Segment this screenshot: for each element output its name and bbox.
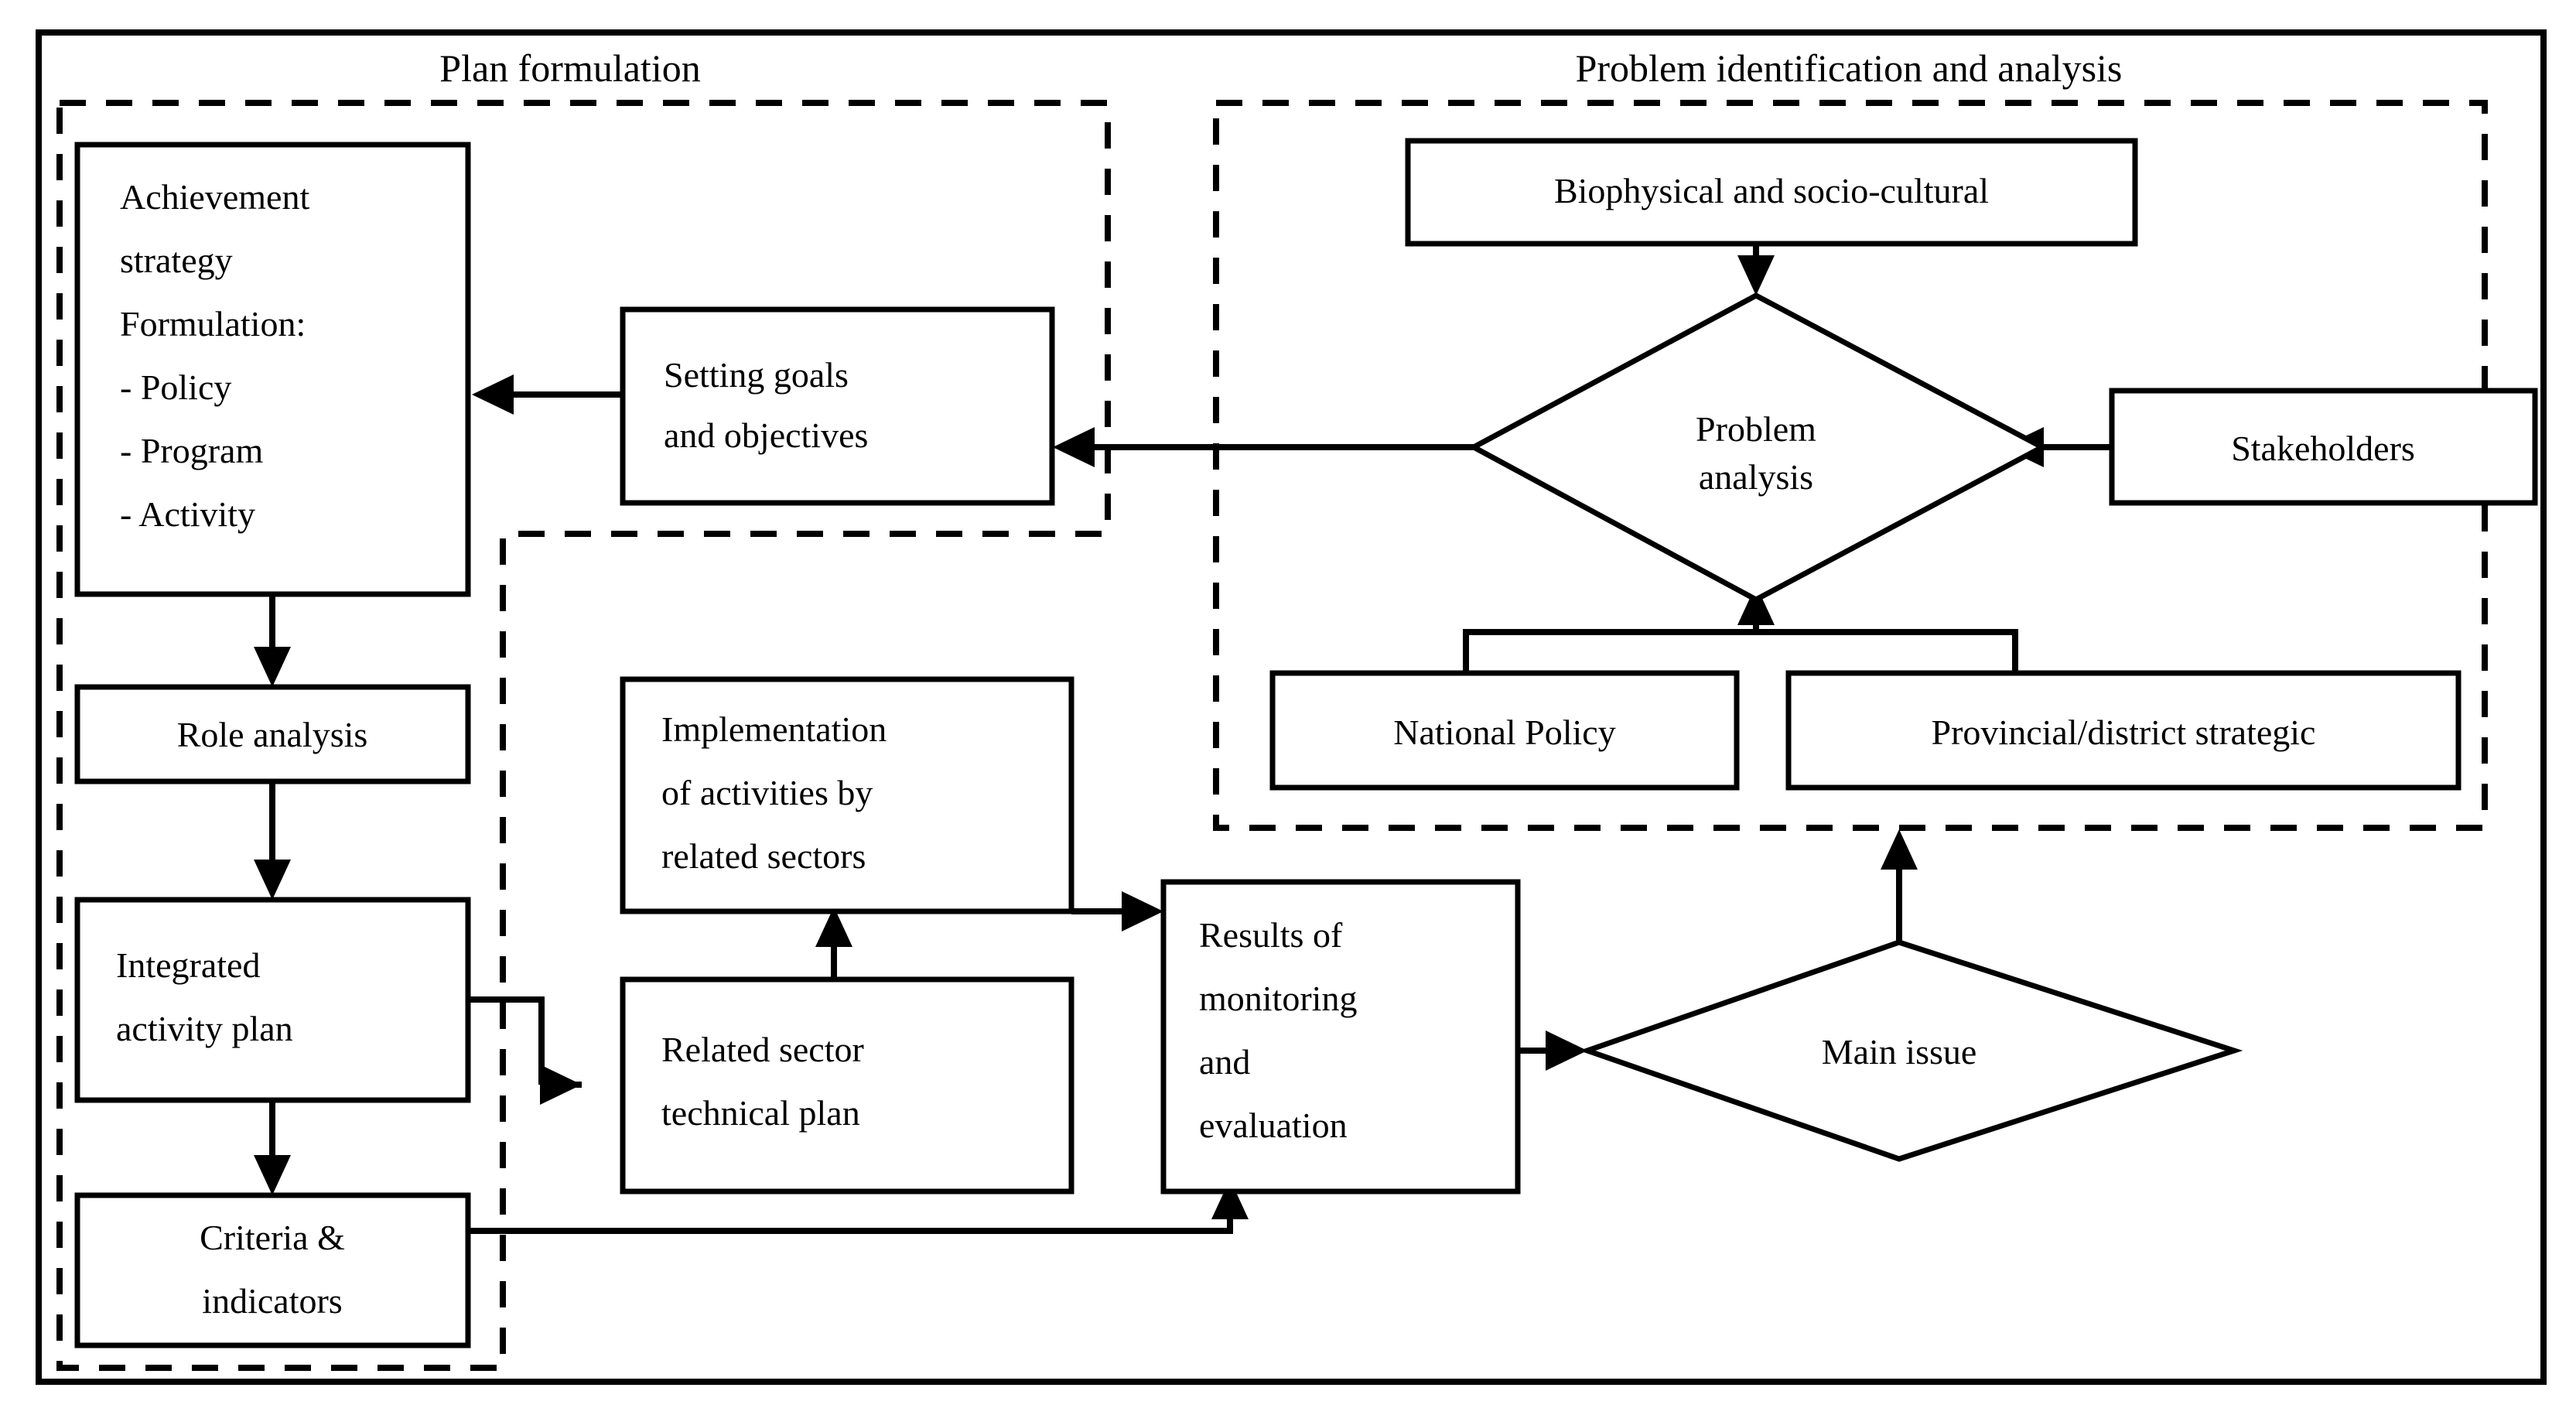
node-stakeholders[interactable]: Stakeholders <box>2109 388 2538 506</box>
criteria-line-2: indicators <box>202 1281 342 1321</box>
results-line-3: and <box>1199 1042 1250 1082</box>
integrated-plan-line-1: Integrated <box>116 945 260 985</box>
implementation-line-1: Implementation <box>661 709 887 749</box>
implementation-line-3: related sectors <box>661 836 866 876</box>
implementation-line-2: of activities by <box>661 773 873 812</box>
arrowhead-integrated-plan <box>254 860 291 900</box>
node-main-issue[interactable]: Main issue <box>1579 939 2243 1162</box>
problem-identification-title: Problem identification and analysis <box>1576 46 2123 90</box>
arrowhead-role-analysis <box>254 647 291 687</box>
problem-analysis-line-1: Problem <box>1696 409 1816 449</box>
achievement-strategy-line-2: strategy <box>120 241 233 280</box>
node-setting-goals[interactable]: Setting goals and objectives <box>620 306 1055 506</box>
arrowhead-problem-analysis-bottom <box>1737 585 1775 625</box>
biophysical-label: Biophysical and socio-cultural <box>1554 171 1989 210</box>
integrated-plan-line-2: activity plan <box>116 1009 293 1048</box>
results-line-2: monitoring <box>1199 979 1357 1018</box>
node-achievement-strategy[interactable]: Achievement strategy Formulation: - Poli… <box>74 142 471 597</box>
achievement-strategy-line-1: Achievement <box>120 177 309 217</box>
node-role-analysis[interactable]: Role analysis <box>74 684 471 784</box>
arrowhead-main-issue-up <box>1881 829 1918 870</box>
node-problem-analysis[interactable]: Problem analysis <box>1467 292 2048 603</box>
node-integrated-activity-plan[interactable]: Integrated activity plan <box>74 897 471 1103</box>
node-provincial-strategic[interactable]: Provincial/district strategic <box>1785 670 2462 791</box>
main-issue-label: Main issue <box>1822 1032 1977 1072</box>
node-implementation-activities[interactable]: Implementation of activities by related … <box>620 676 1074 914</box>
results-line-1: Results of <box>1199 915 1343 955</box>
connector-policies-bracket <box>1463 629 2018 673</box>
problem-analysis-line-2: analysis <box>1699 457 1813 497</box>
arrowhead-problem-analysis-top <box>1737 255 1775 296</box>
node-criteria-indicators[interactable]: Criteria & indicators <box>74 1192 471 1348</box>
stakeholders-label: Stakeholders <box>2231 429 2415 468</box>
provincial-strategic-label: Provincial/district strategic <box>1932 713 2316 752</box>
arrowhead-achievement-strategy <box>472 374 514 415</box>
arrowhead-results-from-criteria <box>1211 1179 1249 1219</box>
node-national-policy[interactable]: National Policy <box>1269 670 1740 791</box>
related-sector-line-2: technical plan <box>661 1093 860 1133</box>
plan-formulation-region <box>56 100 1111 1371</box>
national-policy-label: National Policy <box>1393 713 1615 752</box>
node-results-monitoring[interactable]: Results of monitoring and evaluation <box>1160 879 1521 1195</box>
node-related-sector-plan[interactable]: Related sector technical plan <box>620 976 1074 1195</box>
results-line-4: evaluation <box>1199 1106 1348 1145</box>
outer-frame <box>36 29 2547 1385</box>
plan-formulation-title: Plan formulation <box>439 46 700 90</box>
setting-goals-line-2: and objectives <box>664 415 868 455</box>
node-biophysical[interactable]: Biophysical and socio-cultural <box>1405 138 2138 247</box>
arrowhead-criteria <box>254 1155 291 1195</box>
achievement-strategy-line-3: Formulation: <box>120 304 306 343</box>
setting-goals-line-1: Setting goals <box>664 355 849 395</box>
related-sector-line-1: Related sector <box>661 1030 864 1069</box>
arrowhead-results-monitoring <box>1122 891 1163 931</box>
role-analysis-label: Role analysis <box>177 715 368 754</box>
connector-criteria-to-results <box>468 1204 1233 1234</box>
arrowhead-setting-goals <box>1053 427 1095 467</box>
criteria-line-1: Criteria & <box>200 1218 345 1257</box>
arrowhead-main-issue <box>1546 1030 1587 1071</box>
achievement-strategy-line-6: - Activity <box>120 494 255 534</box>
arrowhead-implementation <box>815 907 852 947</box>
achievement-strategy-line-5: - Program <box>120 431 263 470</box>
connector-integrated-to-related <box>468 996 545 1085</box>
achievement-strategy-line-4: - Policy <box>120 367 231 407</box>
